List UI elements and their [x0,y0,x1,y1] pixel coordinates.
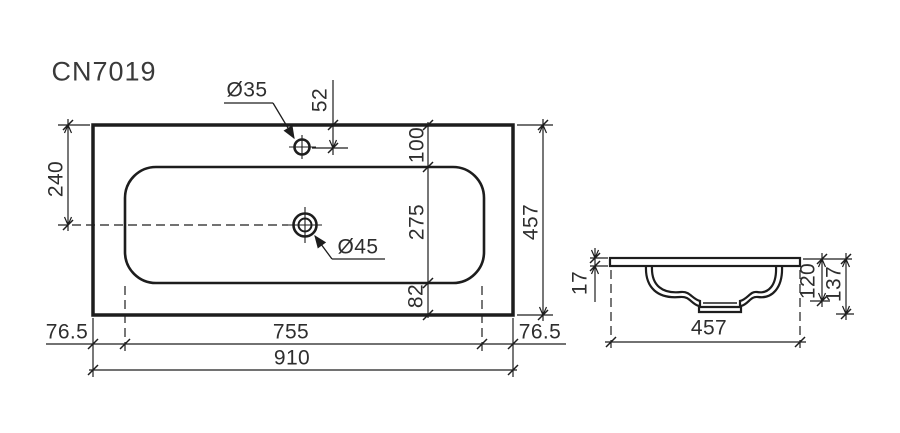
drawing-title: CN7019 [51,56,157,87]
top-view-dimension-lines [46,80,566,377]
faucet-diameter-label: Ø35 [226,78,268,102]
dim-side-basin-width: 457 [690,316,728,340]
dim-back-rim: 100 [405,126,429,164]
basin-bowl-profile [644,265,784,314]
dim-back-to-drain: 240 [44,160,68,198]
top-view-arrows [63,123,548,317]
side-view-arrows [590,249,851,316]
faucet-hole [289,135,316,159]
countertop-outline [91,123,515,317]
drain-diameter-label: Ø45 [337,235,379,259]
dim-overall-depth: 457 [519,203,543,241]
side-view [589,248,854,348]
diameter-leaders [224,102,385,260]
rim-bar [608,256,802,268]
dim-basin-inner-height: 120 [796,262,820,300]
top-view-ticks [62,119,549,376]
basin-outline [123,165,486,285]
drain-hole [288,207,322,243]
top-view [46,80,566,377]
dim-overall-width: 910 [273,346,311,370]
dim-right-rim: 76.5 [518,320,562,344]
dim-front-rim: 82 [404,283,428,309]
dim-overall-height: 137 [822,265,846,303]
centerline-dashed [58,224,483,352]
dim-basin-width: 755 [272,320,310,344]
side-view-dashed [610,270,801,348]
dim-basin-depth: 275 [405,203,429,241]
dim-faucet-offset: 52 [308,87,332,113]
dim-left-rim: 76.5 [45,320,89,344]
dim-rim-thickness: 17 [568,270,592,296]
side-view-dimension-lines [590,248,854,343]
